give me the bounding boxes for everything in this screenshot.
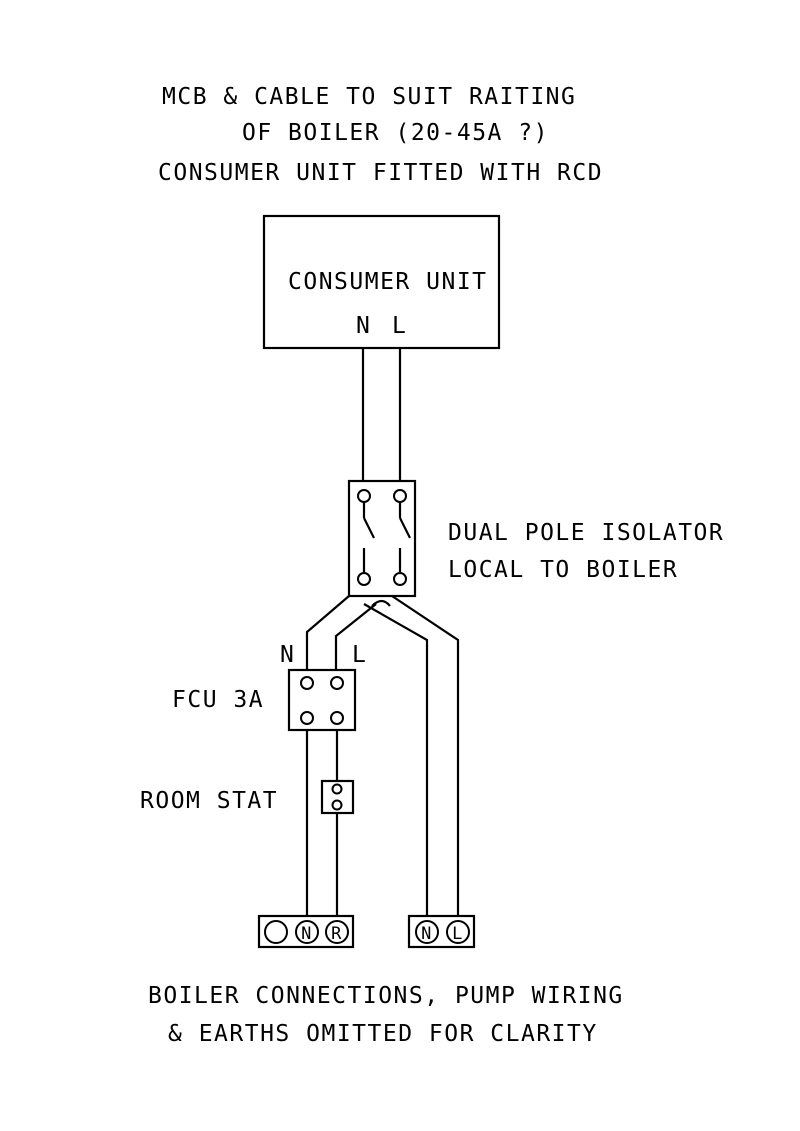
fcu-label: FCU 3A (172, 687, 264, 713)
fcu-neutral-label: N (280, 642, 295, 668)
boiler-terminal-l2-label: L (452, 924, 464, 944)
consumer-unit-neutral-label: N (356, 313, 371, 339)
isolator-output-wires (305, 595, 460, 920)
fcu-live-label: L (352, 642, 367, 668)
isolator-label-line2: LOCAL TO BOILER (448, 557, 678, 583)
boiler-terminal-n2-label: N (421, 924, 433, 944)
isolator-label-line1: DUAL POLE ISOLATOR (448, 520, 724, 546)
consumer-unit-live-label: L (392, 313, 407, 339)
room-stat-label: ROOM STAT (140, 788, 278, 814)
consumer-unit-title: CONSUMER UNIT (288, 269, 488, 295)
boiler-terminal-block-2 (407, 914, 476, 949)
boiler-terminal-r-label: R (331, 924, 343, 944)
boiler-terminal-block-1 (257, 914, 355, 949)
note-rcd: CONSUMER UNIT FITTED WITH RCD (158, 160, 603, 186)
note-omitted-line2: & EARTHS OMITTED FOR CLARITY (168, 1021, 598, 1047)
note-mcb-cable: MCB & CABLE TO SUIT RAITING (162, 84, 576, 110)
note-boiler-rating: OF BOILER (20-45A ?) (242, 120, 549, 146)
dual-pole-isolator (347, 479, 417, 598)
consumer-unit-box (262, 214, 501, 350)
boiler-terminal-n-label: N (301, 924, 313, 944)
room-stat (320, 779, 355, 815)
note-omitted-line1: BOILER CONNECTIONS, PUMP WIRING (148, 983, 624, 1009)
fused-connection-unit (287, 668, 357, 732)
